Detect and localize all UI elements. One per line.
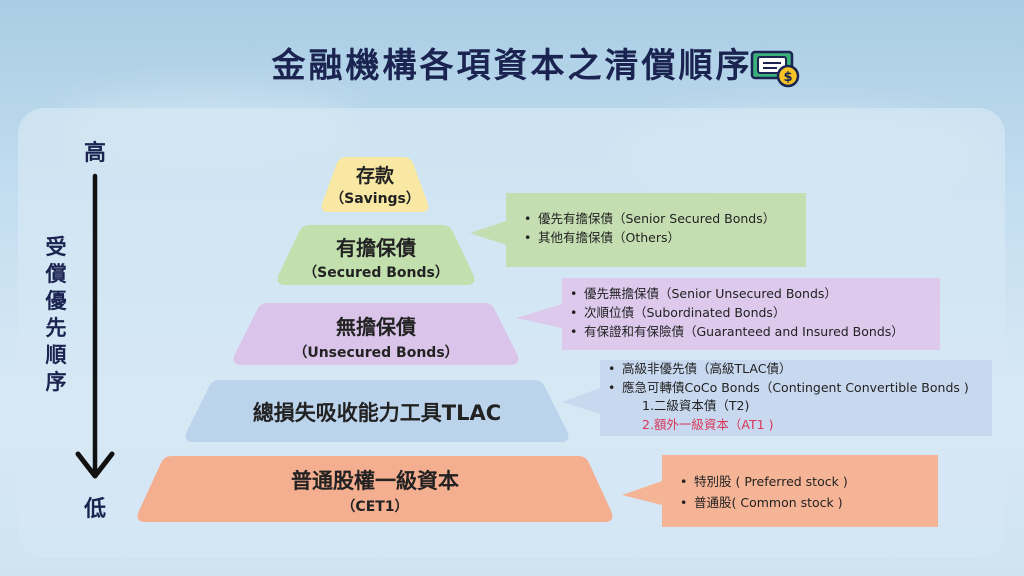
callout-subitem-highlight: 2.額外一級資本（AT1 ) — [642, 416, 774, 432]
callout-item: 優先有擔保債（Senior Secured Bonds） — [522, 209, 775, 228]
callout-item: 高級非優先債（高級TLAC債） — [606, 360, 969, 379]
callout-secured-bonds: 優先有擔保債（Senior Secured Bonds） 其他有擔保債（Othe… — [470, 193, 806, 267]
callout-item: 有保證和有保險債（Guaranteed and Insured Bonds） — [568, 322, 904, 341]
tier-cet1-subtitle: （CET1） — [341, 499, 409, 515]
tier-savings: 存款 （Savings） — [320, 157, 430, 212]
callout-item: 特別股 ( Preferred stock ) — [678, 471, 848, 492]
down-arrow-icon — [75, 173, 115, 479]
tier-unsecured-subtitle: （Unsecured Bonds） — [293, 345, 459, 361]
callout-item: 優先無擔保債（Senior Unsecured Bonds） — [568, 284, 904, 303]
callout-cet1: 特別股 ( Preferred stock ) 普通股( Common stoc… — [622, 455, 938, 527]
tier-unsecured-name: 無擔保債 — [336, 315, 416, 339]
tier-tlac-name: 總損失吸收能力工具TLAC — [252, 401, 502, 425]
tier-cet1: 普通股權一級資本 （CET1） — [136, 456, 614, 522]
callout-tlac: 高級非優先債（高級TLAC債） 應急可轉債CoCo Bonds（Continge… — [562, 360, 992, 436]
tier-tlac: 總損失吸收能力工具TLAC — [184, 380, 570, 442]
tier-savings-name: 存款 — [355, 165, 394, 187]
callout-item: 次順位債（Subordinated Bonds） — [568, 303, 904, 322]
axis-low-label: 低 — [84, 497, 107, 522]
banknote-coin-icon: $ — [750, 50, 800, 88]
tier-secured-bonds: 有擔保債 （Secured Bonds） — [276, 225, 476, 285]
svg-text:$: $ — [783, 70, 792, 85]
tier-unsecured-bonds: 無擔保債 （Unsecured Bonds） — [232, 303, 520, 365]
tier-savings-subtitle: （Savings） — [330, 191, 420, 207]
tier-secured-subtitle: （Secured Bonds） — [303, 265, 449, 281]
tier-secured-name: 有擔保債 — [336, 236, 416, 260]
page-title: 金融機構各項資本之清償順序 — [271, 46, 753, 86]
axis-high-label: 高 — [84, 141, 107, 166]
axis-title: 受償優先順序 — [45, 235, 67, 394]
callout-item: 普通股( Common stock ) — [678, 492, 848, 513]
callout-unsecured-bonds: 優先無擔保債（Senior Unsecured Bonds） 次順位債（Subo… — [516, 278, 940, 350]
callout-item: 其他有擔保債（Others） — [522, 228, 775, 247]
callout-item: 應急可轉債CoCo Bonds（Contingent Convertible B… — [606, 379, 969, 398]
tier-cet1-name: 普通股權一級資本 — [291, 469, 459, 493]
callout-subitem: 1.二級資本債（T2) — [642, 398, 750, 413]
